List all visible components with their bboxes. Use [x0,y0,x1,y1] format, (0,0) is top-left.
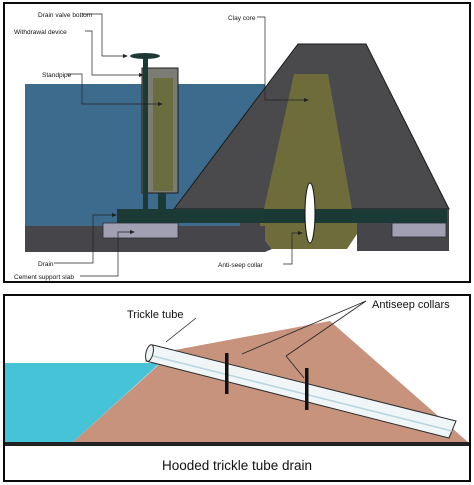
label-withdrawal-device: Withdrawal device [14,29,67,36]
anti-seep-collar [304,182,316,244]
trickle-tube-shading [148,354,453,432]
cement-support-slab-left [102,222,179,239]
label-clay-core: Clay core [228,15,256,22]
clay-core [264,74,352,209]
label-anti-seep-collar: Anti-seep collar [218,262,264,269]
antiseep-collar-1 [225,353,229,394]
leader-trickle-tube [165,317,197,343]
ground-line-bottom [5,442,469,446]
top-panel: Drain valve bottom Withdrawal device Sta… [3,2,471,283]
cement-support-slab-right [391,222,447,238]
label-drain-valve-bottom: Drain valve bottom [38,12,92,19]
callout-drain: Drain [38,213,117,268]
callout-standpipe: Standpipe [42,72,163,106]
callout-anti-seep-collar: Anti-seep collar [218,231,303,269]
trickle-tube-inlet [145,344,154,362]
leader-antiseep-collar-2-a [285,300,367,357]
standpipe [143,58,148,213]
leader-antiseep-collar-1 [241,300,367,355]
leader-antiseep-collar-2-b [285,355,305,379]
bottom-panel: Trickle tube Antiseep collars Hooded tri… [3,294,471,482]
callout-clay-core: Clay core [228,15,309,102]
antiseep-collar-2 [305,368,309,410]
withdrawal-device-inner [153,78,173,191]
label-drain: Drain [38,261,54,268]
label-standpipe: Standpipe [42,72,72,79]
caption: Hooded trickle tube drain [162,458,312,473]
callout-withdrawal-device: Withdrawal device [14,29,144,77]
label-cement-support-slab: Cement support slab [14,274,74,281]
reservoir-water-bottom [5,363,160,443]
drain-valve-bottom [130,53,160,59]
callout-cement-support-slab: Cement support slab [14,230,135,281]
label-trickle-tube: Trickle tube [127,309,183,321]
standpipe-riser [158,193,166,209]
callout-drain-valve-bottom: Drain valve bottom [38,12,128,58]
drain-pipe [117,209,447,223]
label-antiseep-collars: Antiseep collars [372,299,450,311]
